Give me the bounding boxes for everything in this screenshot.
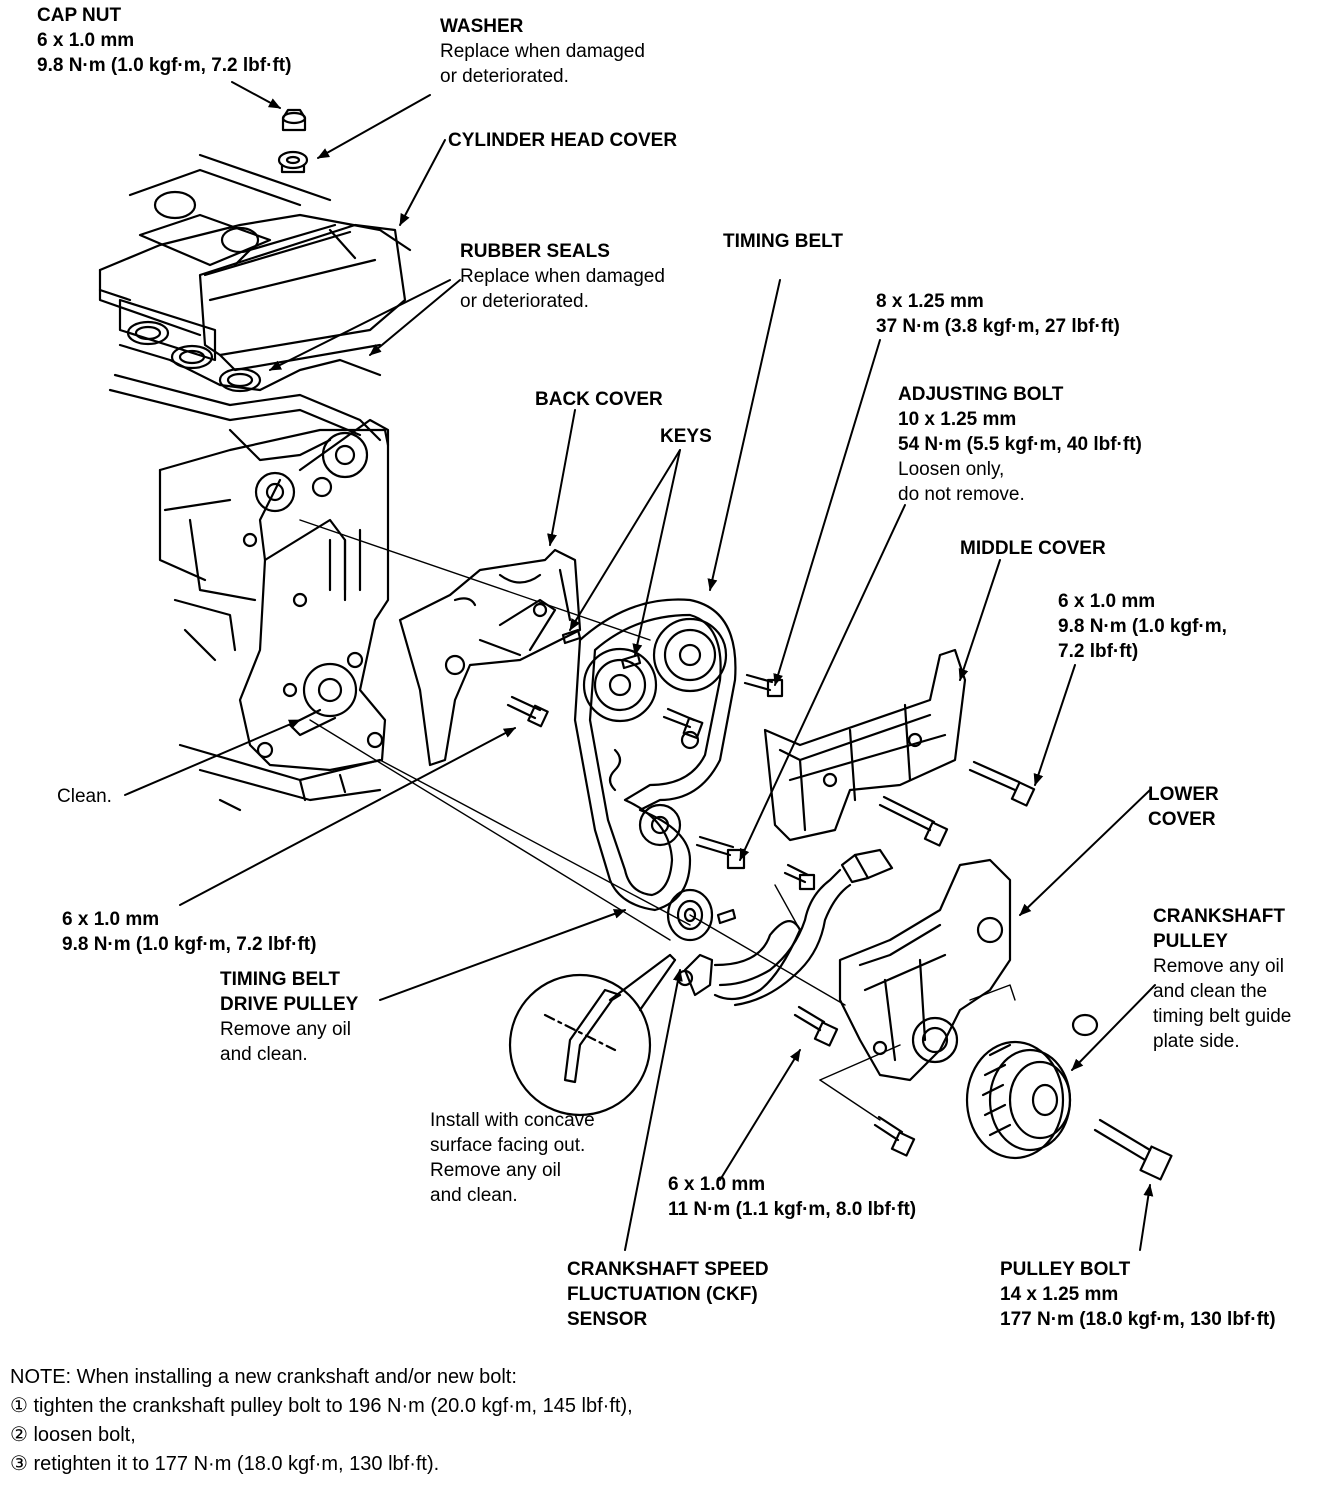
label-timing-belt: TIMING BELT [723, 229, 843, 254]
install-note-1: Install with concave [430, 1110, 595, 1131]
leader-arrows [124, 81, 1156, 1251]
label-lower-cover: LOWER COVER [1148, 782, 1219, 832]
ckf-sensor-title-1: CRANKSHAFT SPEED [567, 1259, 769, 1280]
washer-line-1: Replace when damaged [440, 41, 645, 62]
crankshaft-pulley [965, 1040, 1072, 1160]
crankshaft-pulley-note-4: plate side. [1153, 1031, 1240, 1052]
adjusting-bolt-size: 10 x 1.25 mm [898, 409, 1017, 430]
install-note-2: surface facing out. [430, 1135, 586, 1156]
cap-nut-torque: 9.8 N·m (1.0 kgf·m, 7.2 lbf·ft) [37, 55, 292, 76]
label-cylinder-head-cover: CYLINDER HEAD COVER [448, 128, 677, 153]
bolt-6x10-middle-size: 6 x 1.0 mm [1058, 591, 1156, 612]
bolt-8x125-size: 8 x 1.25 mm [876, 291, 984, 312]
keys [561, 628, 737, 925]
lower-cover-title-1: LOWER [1148, 784, 1219, 805]
install-note-4: and clean. [430, 1185, 518, 1206]
crankshaft-pulley-note-3: timing belt guide [1153, 1006, 1292, 1027]
adjusting-bolt-torque: 54 N·m (5.5 kgf·m, 40 lbf·ft) [898, 434, 1142, 455]
bolt-6x10-lower-torque: 11 N·m (1.1 kgf·m, 8.0 lbf·ft) [668, 1199, 917, 1220]
drive-pulley-note-2: and clean. [220, 1044, 308, 1065]
bolt-6x10-back-torque: 9.8 N·m (1.0 kgf·m, 7.2 lbf·ft) [62, 934, 317, 955]
rubber-seals-line-2: or deteriorated. [460, 291, 589, 312]
bolt-8x125-torque: 37 N·m (3.8 kgf·m, 27 lbf·ft) [876, 316, 1120, 337]
label-keys: KEYS [660, 424, 712, 449]
timing-belt-drive-pulley [666, 888, 714, 942]
label-install-note: Install with concave surface facing out.… [430, 1108, 595, 1208]
label-washer: WASHER Replace when damaged or deteriora… [440, 14, 645, 89]
label-back-cover: BACK COVER [535, 387, 663, 412]
crankshaft-pulley-note-2: and clean the [1153, 981, 1268, 1002]
timing-belt [573, 598, 737, 912]
adjusting-bolt-note-2: do not remove. [898, 484, 1025, 505]
cylinder-head-cover [98, 223, 407, 392]
bolts [506, 673, 1173, 1181]
adjusting-bolt-note-1: Loosen only, [898, 459, 1005, 480]
note-step-2: ② loosen bolt, [10, 1424, 136, 1446]
drive-pulley-title-2: DRIVE PULLEY [220, 994, 359, 1015]
drive-pulley-title-1: TIMING BELT [220, 969, 340, 990]
installation-note: NOTE: When installing a new crankshaft a… [10, 1363, 633, 1479]
engine-cylinder-head [98, 153, 412, 812]
label-pulley-bolt: PULLEY BOLT 14 x 1.25 mm 177 N·m (18.0 k… [1000, 1257, 1276, 1332]
bolt-6x10-middle-torque-2: 7.2 lbf·ft) [1058, 641, 1139, 662]
rubber-seals [126, 320, 262, 393]
bolt-6x10-back-size: 6 x 1.0 mm [62, 909, 160, 930]
bolt-6x10-middle-torque-1: 9.8 N·m (1.0 kgf·m, [1058, 616, 1227, 637]
label-middle-cover: MIDDLE COVER [960, 536, 1106, 561]
pulley-bolt-torque: 177 N·m (18.0 kgf·m, 130 lbf·ft) [1000, 1309, 1276, 1330]
label-cap-nut: CAP NUT 6 x 1.0 mm 9.8 N·m (1.0 kgf·m, 7… [37, 3, 291, 78]
label-ckf-sensor: CRANKSHAFT SPEED FLUCTUATION (CKF) SENSO… [567, 1257, 769, 1332]
middle-cover [763, 648, 967, 842]
note-step-3: ③ retighten it to 177 N·m (18.0 kgf·m, 1… [10, 1453, 440, 1475]
label-clean: Clean. [57, 784, 112, 809]
pulley-bolt-size: 14 x 1.25 mm [1000, 1284, 1119, 1305]
timing-belt-title: TIMING BELT [723, 231, 843, 252]
crankshaft-pulley-note-1: Remove any oil [1153, 956, 1284, 977]
washer-title: WASHER [440, 16, 524, 37]
alignment-lines [299, 519, 1016, 1121]
ckf-sensor-title-3: SENSOR [567, 1309, 648, 1330]
middle-cover-title: MIDDLE COVER [960, 538, 1106, 559]
crankshaft-pulley-title-2: PULLEY [1153, 931, 1228, 952]
label-timing-belt-drive-pulley: TIMING BELT DRIVE PULLEY Remove any oil … [220, 967, 358, 1067]
rubber-seals-title: RUBBER SEALS [460, 241, 610, 262]
label-bolt-6x10-lower: 6 x 1.0 mm 11 N·m (1.1 kgf·m, 8.0 lbf·ft… [668, 1172, 916, 1222]
cap-nut-title: CAP NUT [37, 5, 122, 26]
lower-cover [838, 858, 1012, 1082]
cylinder-head-cover-title: CYLINDER HEAD COVER [448, 130, 678, 151]
back-cover-title: BACK COVER [535, 389, 663, 410]
install-note-3: Remove any oil [430, 1160, 561, 1181]
bolt-6x10-lower-size: 6 x 1.0 mm [668, 1174, 766, 1195]
label-rubber-seals: RUBBER SEALS Replace when damaged or det… [460, 239, 665, 314]
guide-plate-detail [508, 953, 677, 1117]
label-bolt-8x125: 8 x 1.25 mm 37 N·m (3.8 kgf·m, 27 lbf·ft… [876, 289, 1120, 339]
pulley-bolt-title: PULLEY BOLT [1000, 1259, 1131, 1280]
keys-title: KEYS [660, 426, 712, 447]
washer-line-2: or deteriorated. [440, 66, 569, 87]
note-heading: NOTE: When installing a new crankshaft a… [10, 1366, 517, 1388]
label-bolt-6x10-back: 6 x 1.0 mm 9.8 N·m (1.0 kgf·m, 7.2 lbf·f… [62, 907, 316, 957]
crankshaft-pulley-title-1: CRANKSHAFT [1153, 906, 1285, 927]
label-crankshaft-pulley: CRANKSHAFT PULLEY Remove any oil and cle… [1153, 904, 1291, 1054]
note-step-1: ① tighten the crankshaft pulley bolt to … [10, 1395, 633, 1417]
adjusting-bolt-title: ADJUSTING BOLT [898, 384, 1064, 405]
back-cover [398, 548, 582, 767]
clean-text: Clean. [57, 786, 112, 807]
rubber-seals-line-1: Replace when damaged [460, 266, 665, 287]
ckf-sensor-title-2: FLUCTUATION (CKF) [567, 1284, 758, 1305]
label-adjusting-bolt: ADJUSTING BOLT 10 x 1.25 mm 54 N·m (5.5 … [898, 382, 1142, 507]
drive-pulley-note-1: Remove any oil [220, 1019, 351, 1040]
lower-cover-title-2: COVER [1148, 809, 1216, 830]
cap-nut-and-washer [277, 108, 309, 174]
label-bolt-6x10-middle: 6 x 1.0 mm 9.8 N·m (1.0 kgf·m, 7.2 lbf·f… [1058, 589, 1227, 664]
cap-nut-size: 6 x 1.0 mm [37, 30, 135, 51]
